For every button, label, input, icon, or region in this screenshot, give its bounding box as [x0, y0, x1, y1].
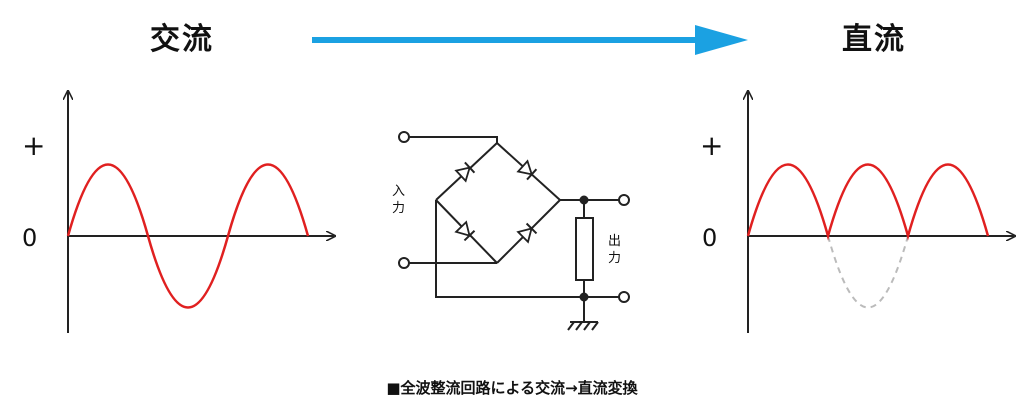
ac-heading: 交流: [150, 22, 214, 57]
input-label-char-1: 入: [392, 184, 405, 199]
input-label-char-2: 力: [392, 201, 405, 216]
dc-dashed-negative-half: [827, 235, 909, 309]
bridge-rectifier-circuit: [398, 131, 630, 331]
conversion-arrow: [312, 25, 748, 55]
negative-wire: [435, 200, 584, 298]
dc-rectified-wave: [746, 163, 990, 241]
dc-graph: + 0: [700, 92, 1014, 333]
input-terminal-top: [398, 131, 410, 143]
ac-plus-label: +: [22, 129, 45, 162]
diode-3: [454, 220, 476, 242]
output-terminal-bottom: [618, 291, 630, 303]
output-label-char-1: 出: [608, 234, 621, 249]
output-label-char-2: 力: [608, 251, 621, 266]
diode-1: [454, 161, 476, 183]
dc-heading: 直流: [842, 22, 906, 57]
ac-zero-label: 0: [22, 224, 37, 252]
dc-zero-label: 0: [702, 224, 717, 252]
junction-dot-bottom: [579, 292, 589, 302]
figure-caption: ■全波整流回路による交流→直流変換: [386, 379, 638, 397]
input-wire-top: [409, 136, 498, 143]
output-terminal-top: [618, 194, 630, 206]
diode-2: [516, 159, 538, 181]
junction-dot-top: [579, 195, 589, 205]
ac-graph: + 0: [22, 92, 334, 333]
dc-plus-label: +: [700, 129, 723, 162]
ac-sine-wave: [66, 163, 310, 309]
load-resistor: [575, 217, 594, 281]
diode-4: [516, 222, 538, 244]
input-terminal-bottom: [398, 257, 410, 269]
